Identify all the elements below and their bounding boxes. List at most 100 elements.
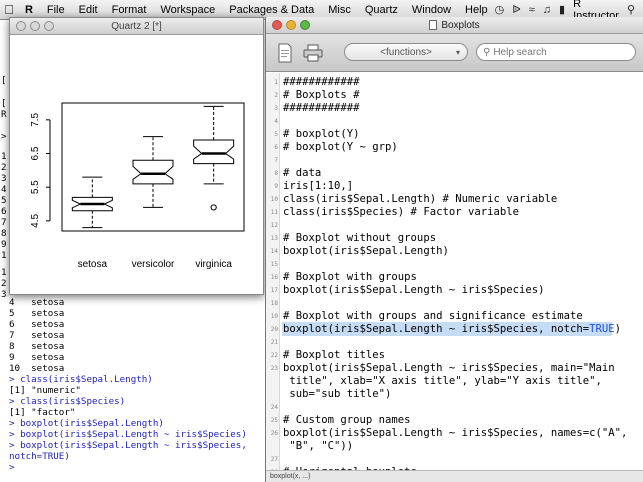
code-line[interactable]: sub="sub title") bbox=[283, 388, 391, 401]
code-text: boxplot(iris$Sepal.Length ~ iris$Species… bbox=[283, 362, 615, 374]
menu-app-r[interactable]: R bbox=[24, 3, 33, 16]
line-number: 18 bbox=[270, 300, 278, 307]
y-tick-label: 5.5 bbox=[30, 180, 41, 194]
wifi-icon[interactable]: ≈ bbox=[528, 3, 535, 16]
spotlight-search-icon[interactable]: ⚲ bbox=[626, 4, 635, 16]
chevron-updown-icon: ▾ bbox=[455, 47, 460, 57]
line-number: 10 bbox=[270, 196, 278, 203]
battery-icon[interactable]: ▮ bbox=[559, 4, 566, 16]
menu-misc[interactable]: Misc bbox=[328, 3, 351, 16]
console-fragment: 9 bbox=[1, 239, 7, 250]
console-output-line: 7 setosa bbox=[9, 330, 65, 341]
code-line[interactable]: # boxplot(Y) bbox=[283, 128, 360, 141]
selected-line-highlight bbox=[282, 322, 612, 336]
code-line[interactable]: # Horizontal boxplots bbox=[283, 466, 417, 473]
code-line[interactable]: # Boxplot titles bbox=[283, 349, 385, 362]
functions-dropdown[interactable]: <functions> ▾ bbox=[344, 43, 468, 61]
console-command-line: > bbox=[9, 462, 15, 473]
code-line[interactable]: ############ bbox=[283, 102, 360, 115]
line-number: 23 bbox=[270, 365, 278, 372]
menu-file[interactable]: File bbox=[46, 3, 65, 16]
line-number: 1 bbox=[274, 79, 278, 86]
outlier-point bbox=[210, 204, 217, 211]
line-number: 22 bbox=[270, 352, 278, 359]
time-machine-icon[interactable]: ◷ bbox=[494, 4, 505, 16]
code-line[interactable]: # Boxplot with groups and significance e… bbox=[283, 310, 583, 323]
line-number: 16 bbox=[270, 274, 278, 281]
code-line[interactable]: # data bbox=[283, 167, 321, 180]
close-button[interactable] bbox=[16, 21, 26, 31]
print-icon[interactable] bbox=[302, 41, 324, 65]
code-line[interactable]: class(iris$Species) # Factor variable bbox=[283, 206, 519, 219]
line-number: 17 bbox=[270, 287, 278, 294]
menu-quartz[interactable]: Quartz bbox=[364, 3, 398, 16]
code-line[interactable]: # Boxplot with groups bbox=[283, 271, 417, 284]
code-line[interactable]: ############ bbox=[283, 76, 360, 89]
code-area[interactable]: 1############2# Boxplots #3############4… bbox=[266, 73, 643, 473]
line-number: 25 bbox=[270, 417, 278, 424]
code-text: # Boxplot with groups and significance e… bbox=[283, 310, 583, 322]
line-number: 24 bbox=[270, 404, 278, 411]
line-number: 15 bbox=[270, 261, 278, 268]
line-number: 20 bbox=[270, 326, 278, 333]
code-keyword: TRUE bbox=[589, 323, 615, 335]
console-command-line: > boxplot(iris$Sepal.Length) bbox=[9, 418, 164, 429]
code-line[interactable]: "B", "C")) bbox=[283, 440, 353, 453]
code-text: title", xlab="X axis title", ylab="Y axi… bbox=[283, 375, 602, 387]
code-line[interactable]: boxplot(iris$Sepal.Length ~ iris$Species… bbox=[283, 362, 615, 375]
minimize-button[interactable] bbox=[30, 21, 40, 31]
console-fragment: 1 bbox=[1, 267, 7, 278]
editor-titlebar[interactable]: Boxplots bbox=[266, 17, 643, 34]
bluetooth-icon[interactable]: ᐉ bbox=[512, 4, 521, 16]
menu-window[interactable]: Window bbox=[411, 3, 452, 16]
x-category-label: setosa bbox=[78, 259, 108, 270]
code-line[interactable]: boxplot(iris$Sepal.Length ~ iris$Species… bbox=[283, 427, 627, 440]
zoom-button[interactable] bbox=[44, 21, 54, 31]
line-number: 14 bbox=[270, 248, 278, 255]
code-line[interactable]: title", xlab="X axis title", ylab="Y axi… bbox=[283, 375, 602, 388]
source-script-icon[interactable] bbox=[274, 41, 296, 65]
help-search-input[interactable] bbox=[493, 46, 624, 58]
close-button[interactable] bbox=[272, 20, 282, 30]
code-line[interactable]: iris[1:10,] bbox=[283, 180, 353, 193]
code-line[interactable]: boxplot(iris$Sepal.Length ~ iris$Species… bbox=[283, 323, 621, 336]
quartz-titlebar[interactable]: Quartz 2 [*] bbox=[10, 18, 263, 35]
line-number-gutter bbox=[266, 73, 280, 473]
minimize-button[interactable] bbox=[286, 20, 296, 30]
search-icon: ⚲ bbox=[483, 46, 491, 58]
line-number: 2 bbox=[274, 92, 278, 99]
console-fragment: 1 bbox=[1, 250, 7, 261]
line-number: 11 bbox=[270, 209, 278, 216]
code-line[interactable]: class(iris$Sepal.Length) # Numeric varia… bbox=[283, 193, 557, 206]
volume-icon[interactable]: ♫ bbox=[542, 3, 552, 16]
code-line[interactable]: # Boxplots # bbox=[283, 89, 360, 102]
code-line[interactable]: # Boxplot without groups bbox=[283, 232, 436, 245]
console-fragment: 5 bbox=[1, 195, 7, 206]
functions-dropdown-label: <functions> bbox=[380, 46, 432, 58]
menu-help[interactable]: Help bbox=[465, 3, 488, 16]
menu-format[interactable]: Format bbox=[111, 3, 147, 16]
menu-workspace[interactable]: Workspace bbox=[160, 3, 216, 16]
menu-packages-data[interactable]: Packages & Data bbox=[229, 3, 315, 16]
console-fragment: [ bbox=[1, 75, 7, 86]
box-versicolor bbox=[132, 159, 174, 185]
plot-frame bbox=[61, 102, 245, 232]
console-fragment: 3 bbox=[1, 289, 7, 300]
code-text: iris[1:10,] bbox=[283, 180, 354, 192]
code-line[interactable]: boxplot(iris$Sepal.Length) bbox=[283, 245, 449, 258]
menu-edit[interactable]: Edit bbox=[78, 3, 98, 16]
code-line[interactable]: boxplot(iris$Sepal.Length ~ iris$Species… bbox=[283, 284, 545, 297]
console-command-line: > boxplot(iris$Sepal.Length ~ iris$Speci… bbox=[9, 429, 247, 440]
console-fragment: 8 bbox=[1, 228, 7, 239]
zoom-button[interactable] bbox=[300, 20, 310, 30]
help-search-field[interactable]: ⚲ bbox=[476, 43, 636, 61]
code-text: # Custom group names bbox=[283, 414, 411, 426]
code-line[interactable]: # Custom group names bbox=[283, 414, 411, 427]
console-output-line: 4 setosa bbox=[9, 297, 65, 308]
code-text: class(iris$Species) # Factor variable bbox=[283, 206, 519, 218]
code-line[interactable]: # boxplot(Y ~ grp) bbox=[283, 141, 398, 154]
apple-menu-icon[interactable]:  bbox=[0, 2, 18, 17]
line-number: 9 bbox=[274, 183, 278, 190]
code-text: class(iris$Sepal.Length) # Numeric varia… bbox=[283, 193, 558, 205]
